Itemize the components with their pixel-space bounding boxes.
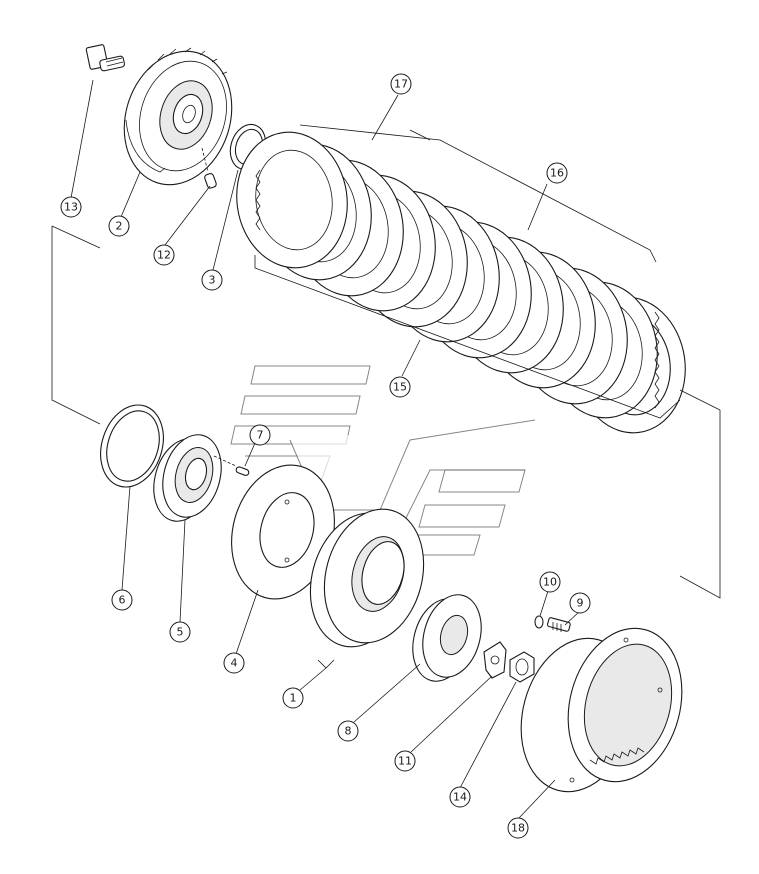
callout-15: 15 [389, 376, 411, 398]
callout-14-label: 14 [453, 791, 467, 804]
part-9-screw [546, 617, 571, 632]
callout-6-label: 6 [119, 594, 126, 607]
clutch-disc-pack [236, 124, 686, 434]
callout-4-label: 4 [231, 657, 238, 670]
callout-12: 12 [153, 244, 175, 266]
callout-10-label: 10 [543, 576, 557, 589]
callout-18-label: 18 [511, 822, 525, 835]
callout-2: 2 [108, 215, 130, 237]
callout-4: 4 [223, 652, 245, 674]
callout-5: 5 [169, 621, 191, 643]
part-12-pin [201, 147, 217, 189]
callout-7: 7 [249, 424, 271, 446]
callout-13-label: 13 [64, 201, 78, 214]
callout-17: 17 [390, 73, 412, 95]
callout-12-label: 12 [157, 249, 171, 262]
callout-3-label: 3 [209, 274, 216, 287]
part-1-drum [309, 508, 425, 669]
callout-9-label: 9 [577, 597, 584, 610]
callout-14: 14 [449, 786, 471, 808]
part-11-lock-plate [483, 641, 507, 679]
callout-2-label: 2 [116, 220, 123, 233]
part-7-dowel [213, 455, 250, 476]
part-10-washer [534, 615, 544, 629]
callout-6: 6 [111, 589, 133, 611]
callout-18: 18 [507, 817, 529, 839]
callout-7-label: 7 [257, 429, 264, 442]
callout-9: 9 [569, 592, 591, 614]
callout-8: 8 [337, 720, 359, 742]
callout-11-label: 11 [398, 755, 412, 768]
callout-16: 16 [546, 162, 568, 184]
callout-3: 3 [201, 269, 223, 291]
callout-11: 11 [394, 750, 416, 772]
part-5-piston [153, 434, 222, 522]
callout-15-label: 15 [393, 381, 407, 394]
part-14-nut [509, 651, 535, 683]
callout-10: 10 [539, 571, 561, 593]
callout-13: 13 [60, 196, 82, 218]
callout-8-label: 8 [345, 725, 352, 738]
callout-16-label: 16 [550, 167, 564, 180]
part-8-hub [412, 594, 482, 682]
part-6-seal-ring [100, 404, 164, 488]
callout-1: 1 [282, 687, 304, 709]
part-2-hub [123, 47, 233, 186]
part-13-bolt [85, 44, 125, 72]
leader-lines [70, 79, 581, 819]
part-4-plate [231, 464, 335, 600]
callout-17-label: 17 [394, 78, 408, 91]
part-18-ring-gear-housing [520, 627, 683, 793]
callout-1-label: 1 [290, 692, 297, 705]
assembly-brackets [51, 225, 721, 599]
callout-5-label: 5 [177, 626, 184, 639]
